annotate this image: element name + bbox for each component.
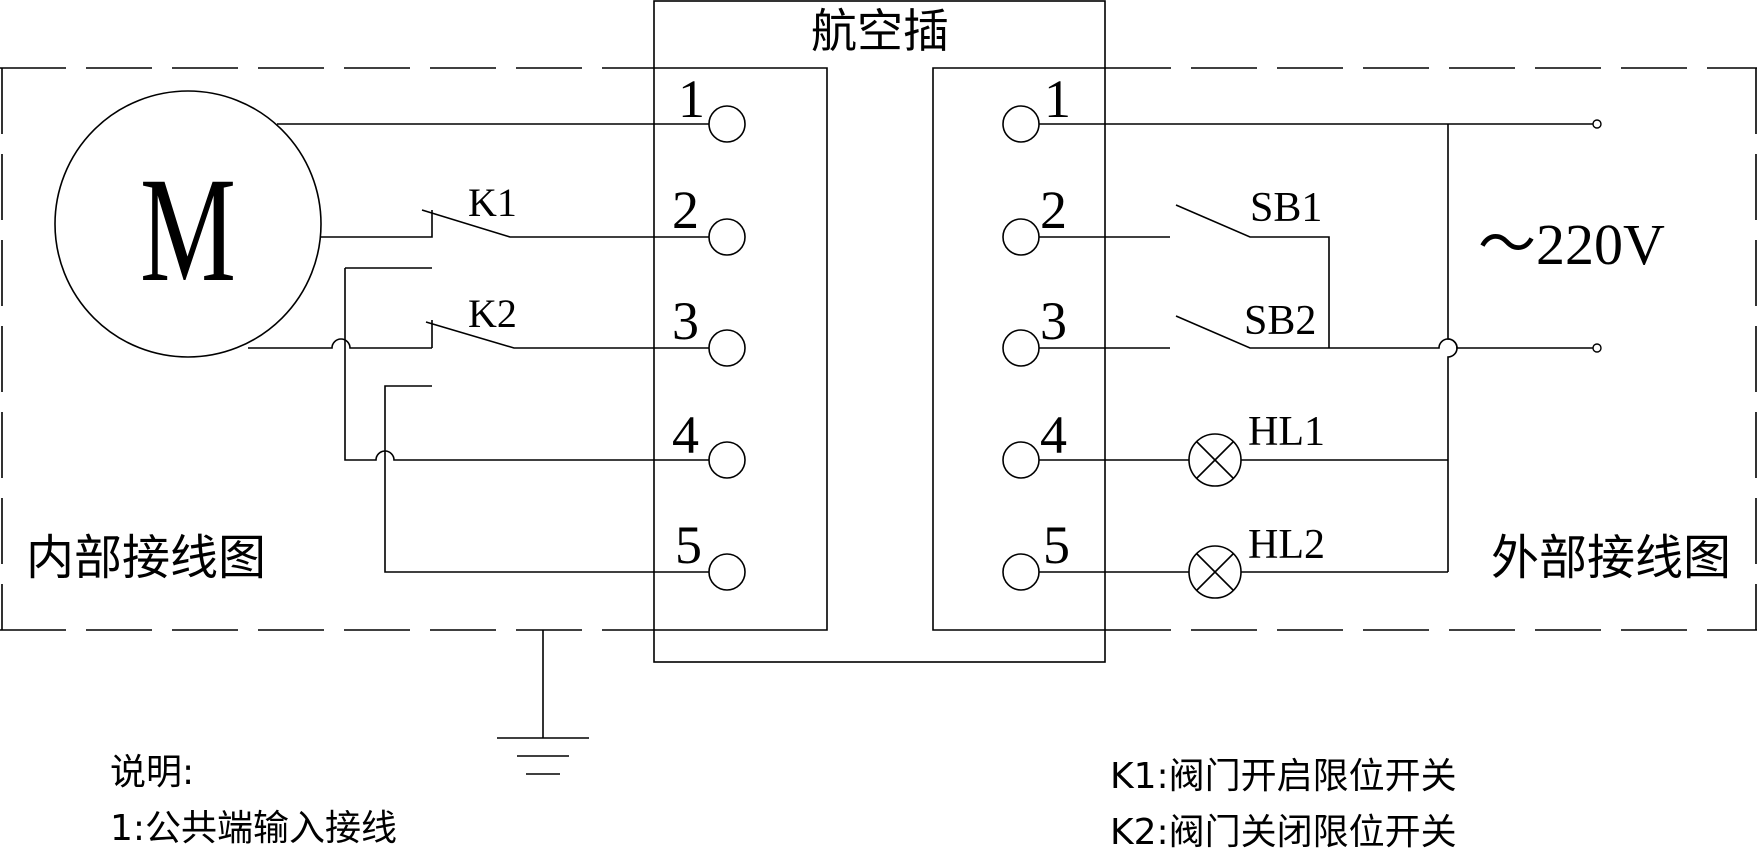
note-k2: K2:阀门关闭限位开关 [1110,812,1457,852]
right-pin-numbers: 1 2 3 4 5 [1040,69,1071,575]
notes-heading: 说明: [110,752,194,793]
right-terminal-5 [1002,553,1040,591]
left-terminal-3 [708,329,746,367]
left-pin-numbers: 1 2 3 4 5 [672,69,705,575]
right-terminals [1002,105,1040,591]
right-terminal-1 [1002,105,1040,143]
motor-label: M [140,148,236,313]
right-terminal-4 [1002,441,1040,479]
external-enclosure [1105,67,1757,631]
connector-title: 航空插 [811,4,949,58]
switch-k1-label: K1 [468,180,517,225]
right-terminal-3 [1002,329,1040,367]
right-pin-4: 4 [1040,405,1067,465]
external-wiring [1039,123,1594,573]
right-pin-3: 3 [1040,291,1067,351]
internal-enclosure [0,67,654,631]
connector-housing [653,0,1106,663]
left-terminals [708,105,746,591]
lamp-hl1-label: HL1 [1248,409,1325,455]
right-pin-1: 1 [1044,69,1071,129]
button-sb1-label: SB1 [1250,185,1322,231]
notes: 说明: 1:公共端输入接线 K1:阀门开启限位开关 K2:阀门关闭限位开关 [110,752,1457,852]
left-terminal-2 [708,218,746,256]
motor-symbol [54,90,322,358]
right-pin-5: 5 [1043,515,1070,575]
note-k1: K1:阀门开启限位开关 [1110,756,1457,797]
note-common-input: 1:公共端输入接线 [110,808,397,849]
left-pin-2: 2 [672,180,699,240]
supply-terminal-top [1592,119,1602,129]
left-pin-4: 4 [672,405,699,465]
supply-terminal-bottom [1592,343,1602,353]
button-sb2-label: SB2 [1244,298,1316,344]
external-section-label: 外部接线图 [1491,530,1731,586]
switch-k2-label: K2 [468,291,517,336]
internal-section-label: 内部接线图 [26,530,266,586]
left-terminal-1 [708,105,746,143]
left-pin-1: 1 [678,69,705,129]
lamp-hl2 [1188,545,1242,599]
supply-voltage-label: ～220V [1478,212,1665,277]
left-terminal-4 [708,441,746,479]
internal-wiring [248,123,709,775]
lamp-hl2-label: HL2 [1248,522,1325,568]
motor: M [54,90,322,358]
right-pin-2: 2 [1040,180,1067,240]
left-terminal-5 [708,553,746,591]
left-pin-3: 3 [672,291,699,351]
left-pin-5: 5 [675,515,702,575]
lamp-hl1 [1188,433,1242,487]
right-terminal-2 [1002,218,1040,256]
